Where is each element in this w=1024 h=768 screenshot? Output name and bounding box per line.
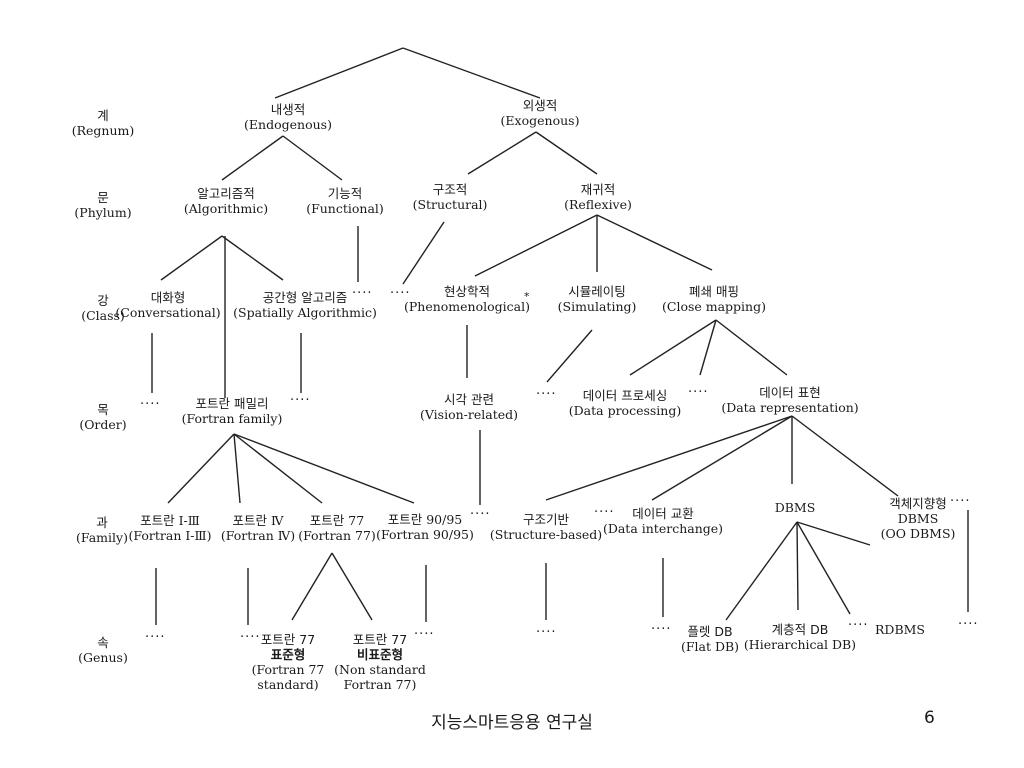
ellipsis-fortran-90: ···· — [414, 627, 435, 642]
node-close-mapping: 폐쇄 매핑(Close mapping) — [662, 284, 766, 314]
rank-family: 과(Family) — [76, 515, 128, 545]
rank-order: 목(Order) — [79, 402, 127, 432]
node-exogenous: 외생적(Exogenous) — [500, 98, 580, 128]
ellipsis-data-interchange: ···· — [651, 622, 672, 637]
node-data-processing: 데이터 프로세싱(Data processing) — [568, 388, 682, 418]
rank-genus: 속(Genus) — [78, 635, 128, 665]
footer-lab-name: 지능스마트응용 연구실 — [431, 713, 593, 733]
node-rdbms: RDBMS — [875, 622, 925, 637]
node-data-interchange: 데이터 교환(Data interchange) — [602, 506, 724, 536]
ellipsis-fortran-1-3: ···· — [145, 630, 166, 645]
node-fortran-90-95: 포트란 90/95(Fortran 90/95) — [376, 512, 474, 542]
ellipsis-conversational: ···· — [140, 397, 161, 412]
node-phenomenological: 현상학적(Phenomenological) — [404, 284, 530, 314]
node-endogenous: 내생적(Endogenous) — [244, 102, 332, 132]
rank-class: 강(Class) — [81, 293, 125, 323]
ellipsis-oo-dbms: ···· — [950, 494, 971, 509]
node-fortran-family: 포트란 패밀리(Fortran family) — [181, 396, 283, 426]
rank-phylum: 문(Phylum) — [74, 190, 132, 220]
node-structural: 구조적(Structural) — [412, 182, 488, 212]
ellipsis-close-mapping: ···· — [688, 385, 709, 400]
node-fortran-1-3: 포트란 Ⅰ-Ⅲ(Fortran Ⅰ-Ⅲ) — [128, 513, 212, 543]
ellipsis-simulating: ···· — [536, 387, 557, 402]
node-fortran-77: 포트란 77(Fortran 77) — [298, 513, 376, 543]
asterisk-mark: * — [524, 290, 531, 303]
node-flat-db: 플렛 DB(Flat DB) — [680, 624, 740, 654]
node-vision-related: 시각 관련(Vision-related) — [419, 392, 519, 422]
rank-regnum: 계(Regnum) — [71, 108, 135, 138]
node-spatially-algorithmic: 공간형 알고리즘(Spatially Algorithmic) — [233, 290, 377, 320]
node-hierarchical-db: 계층적 DB(Hierarchical DB) — [743, 622, 857, 652]
page-number: 6 — [924, 708, 935, 728]
node-structure-based: 구조기반(Structure-based) — [489, 512, 603, 542]
node-algorithmic: 알고리즘적(Algorithmic) — [183, 186, 269, 216]
node-simulating: 시뮬레이팅(Simulating) — [557, 284, 637, 314]
ellipsis-structural: ···· — [390, 286, 411, 301]
node-dbms: DBMS — [774, 500, 816, 515]
ellipsis-data-rep: ···· — [594, 505, 615, 520]
node-conversational: 대화형(Conversational) — [115, 290, 221, 320]
ellipsis-functional: ···· — [352, 286, 373, 301]
ellipsis-oo-genus: ···· — [958, 617, 979, 632]
node-fortran-4: 포트란 Ⅳ(Fortran Ⅳ) — [220, 513, 296, 543]
ellipsis-structure-based: ···· — [536, 625, 557, 640]
node-reflexive: 재귀적(Reflexive) — [564, 182, 632, 212]
node-functional: 기능적(Functional) — [306, 186, 384, 216]
node-data-representation: 데이터 표현(Data representation) — [721, 385, 859, 415]
ellipsis-fortran-4: ···· — [240, 630, 261, 645]
ellipsis-vision: ···· — [470, 507, 491, 522]
ellipsis-dbms: ···· — [848, 618, 869, 633]
ellipsis-spatial: ···· — [290, 393, 311, 408]
